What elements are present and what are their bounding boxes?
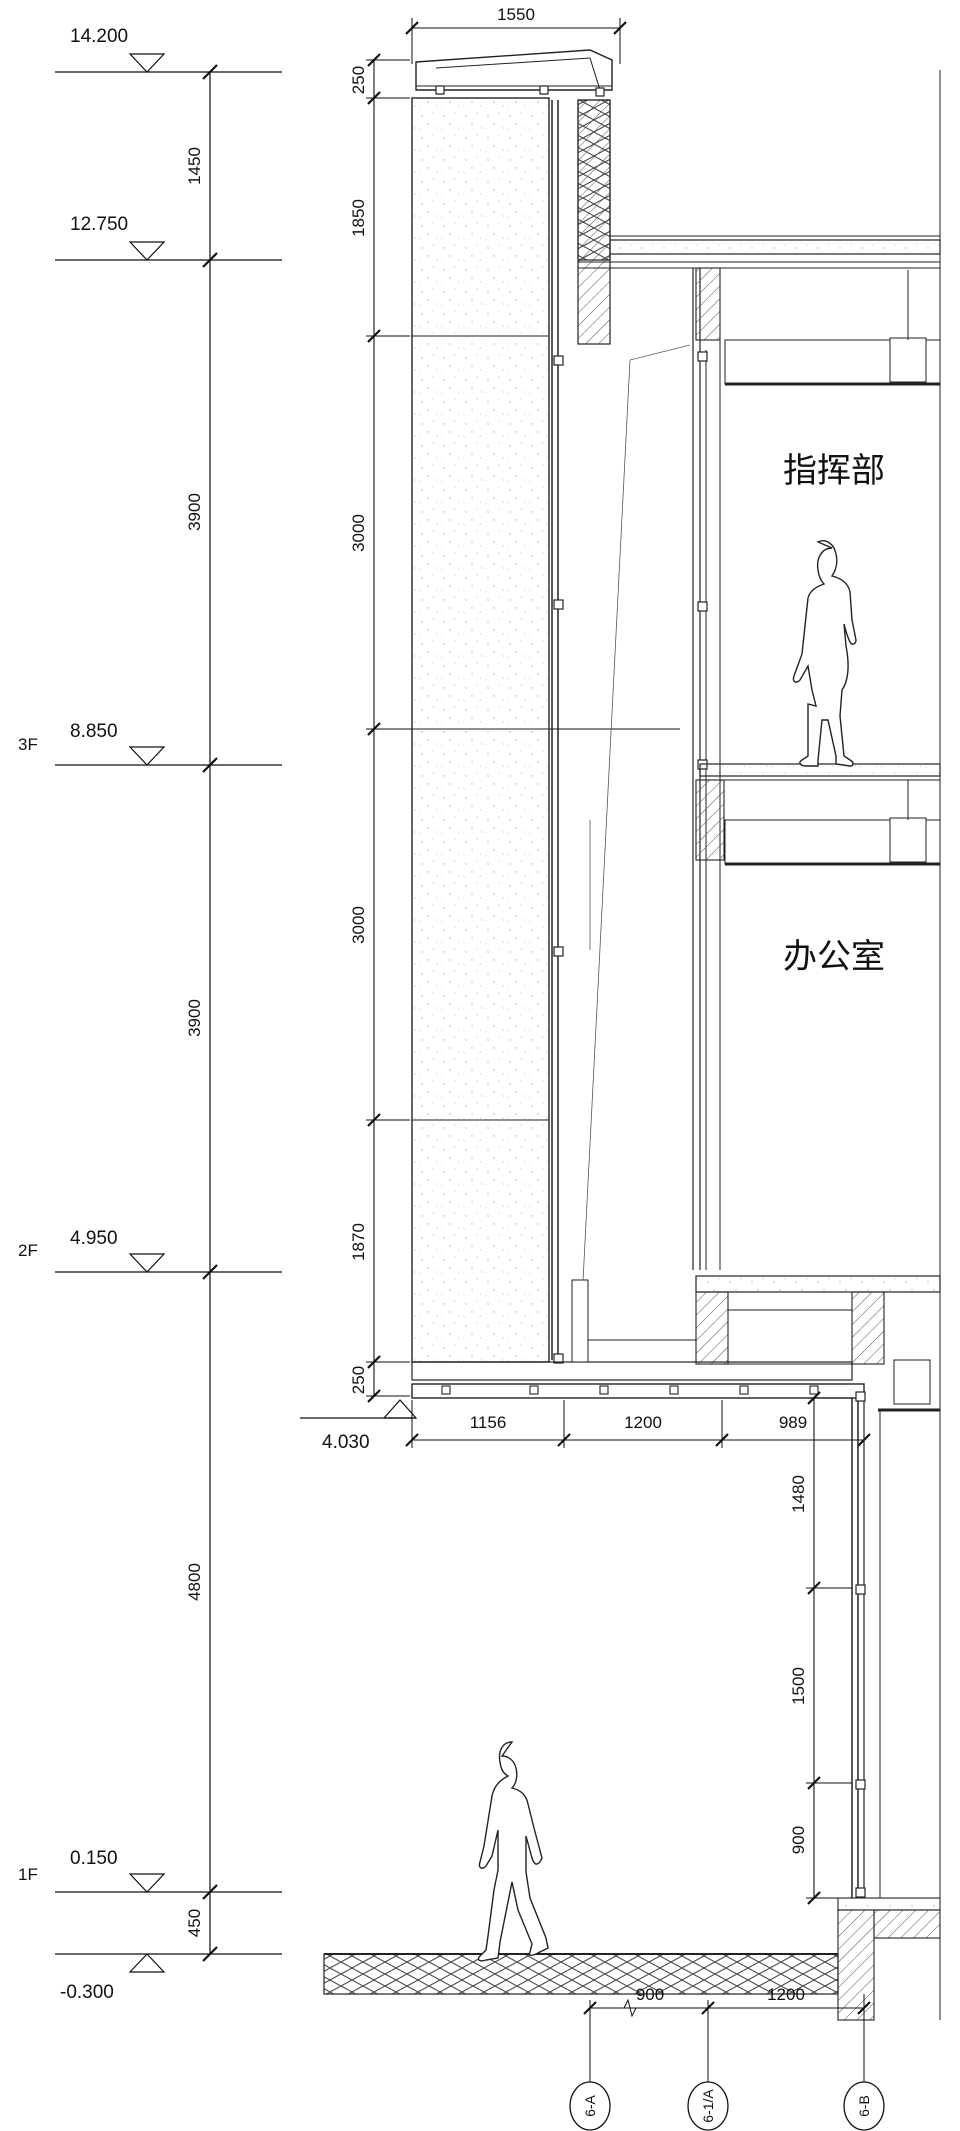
level-marker-icon [128,1873,166,1893]
level-marker-icon [128,241,166,261]
dimension-label: 1870 [349,1223,368,1261]
level-marker-icon [128,746,166,766]
floor-label: 1F [18,1865,38,1884]
dimension-label: 900 [789,1826,808,1854]
axis-label: 6-A [582,2094,598,2116]
ground [323,1953,839,1995]
room-label-office: 办公室 [783,937,885,977]
elevation-label: 14.200 [70,26,128,47]
axis-grid: 900 1200 6-A 6-1/A 6-B [569,1985,885,2131]
bracket-icon [553,946,564,957]
floor-label: 2F [18,1241,38,1260]
dimension-label: 1200 [767,1985,805,2004]
axis-bubble-icon [687,2081,729,2131]
dimension-label: 4800 [185,1563,204,1601]
dimension-label: 3000 [349,514,368,552]
facade-panel [411,97,564,1364]
lower-glazing: 1480 1500 900 [789,1391,941,2021]
soffit-dimension-chain: 1156 1200 989 [405,1400,871,1448]
parapet [415,49,941,345]
person-figure-icon [477,1741,549,1962]
dimension-label: 1480 [789,1475,808,1513]
dimension-label: 250 [349,1366,368,1394]
elevation-label: -0.300 [60,1982,114,2003]
dimension-label: 1450 [185,147,204,185]
bracket-icon [553,599,564,610]
room-labels: 指挥部 办公室 [783,451,885,977]
bracket-icon [553,1353,564,1364]
dimension-label: 1156 [470,1413,507,1432]
dimension-label: 3000 [349,906,368,944]
person-figure-icon [792,540,857,767]
level-marker-icon [128,1953,166,1973]
floor-label: 3F [18,735,38,754]
dimension-label: 900 [636,1985,664,2004]
axis-label: 6-1/A [700,2089,716,2123]
dimension-label: 1500 [789,1667,808,1705]
room-label-command: 指挥部 [783,451,885,491]
level-marker-icon [382,1399,418,1419]
axis-bubble-icon [569,2081,611,2131]
axis-label: 6-B [856,2095,872,2117]
level-marker-icon [128,53,166,73]
dimension-label: 989 [779,1413,807,1432]
dimension-label: 450 [185,1909,204,1937]
left-elevation-column: 14.200 12.750 8.850 4.950 0.150 -0.300 3… [18,26,282,2003]
level-marker-icon [128,1253,166,1273]
soffit: 4.030 [300,1383,865,1453]
dimension-label: 250 [349,66,368,94]
dimension-label: 3900 [185,493,204,531]
top-width-dimension: 1550 [405,5,627,64]
dimension-label: 1550 [497,5,535,24]
dimension-label: 1850 [349,199,368,237]
bracket-icon [553,355,564,366]
elevation-label: 12.750 [70,214,128,235]
elevation-label: 4.950 [70,1228,118,1249]
elevation-label: 8.850 [70,721,118,742]
dimension-label: 3900 [185,999,204,1037]
dimension-label: 1200 [624,1413,662,1432]
elevation-label: 4.030 [322,1432,370,1453]
building-core [411,70,941,2020]
axis-bubble-icon [843,2081,885,2131]
elevation-label: 0.150 [70,1848,118,1869]
